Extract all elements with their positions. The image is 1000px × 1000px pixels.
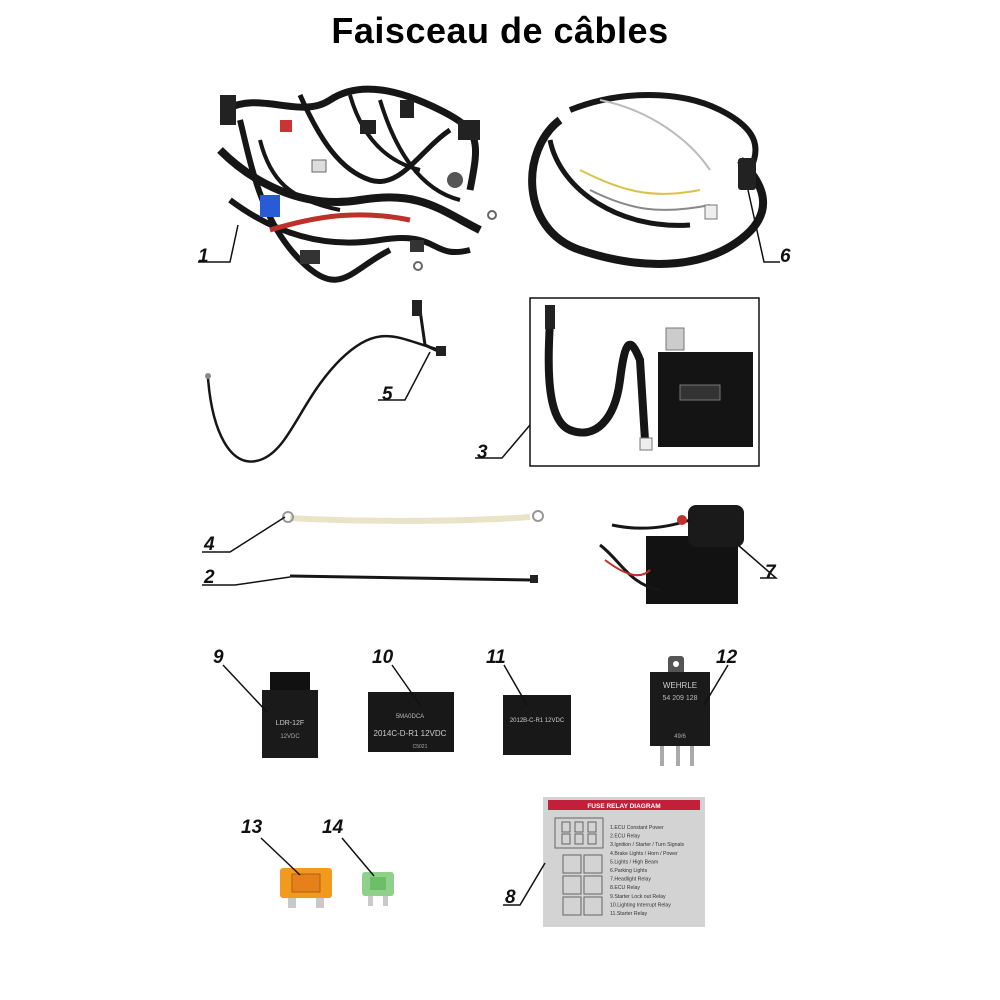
sticker-item: 5.Lights / High Beam (610, 859, 658, 865)
page-title: Faisceau de câbles (331, 10, 669, 51)
callout-7: 7 (765, 562, 777, 583)
callout-4: 4 (203, 534, 215, 555)
relay-12: WEHRLE 54 209 128 49/6 (650, 656, 710, 766)
callout-14: 14 (322, 817, 344, 838)
relay-9: LDR-12F 12VDC (262, 672, 318, 758)
sticker-items: 1.ECU Constant Power 2.ECU Relay 3.Ignitio… (610, 825, 685, 917)
fuse-14 (362, 872, 394, 906)
callout-1: 1 (198, 246, 209, 267)
sticker-item: 3.Ignition / Starter / Turn Signals (610, 842, 685, 848)
callout-10: 10 (372, 647, 394, 668)
relay-11-text-1: 2012B-C-R1 12VDC (510, 718, 565, 724)
relay-12-brand: WEHRLE (663, 681, 697, 690)
ground-strap (282, 510, 544, 524)
relay-9-text-2: 12VDC (280, 734, 300, 740)
relay-12-text-2: 49/6 (674, 734, 686, 740)
relay-10: 5MA0DCA 2014C-D-R1 12VDC C5021 (368, 692, 454, 752)
callout-12: 12 (716, 647, 738, 668)
fuse-relay-sticker: FUSE RELAY DIAGRAM 1.ECU Constant Power 2… (543, 797, 705, 927)
sticker-item: 9.Starter Lock out Relay (610, 894, 666, 900)
sticker-header: FUSE RELAY DIAGRAM (587, 803, 660, 810)
sticker-item: 10.Lighting Interrupt Relay (610, 902, 671, 908)
relay-10-text-2: 2014C-D-R1 12VDC (374, 729, 447, 738)
callout-2: 2 (203, 567, 215, 588)
callout-6: 6 (780, 246, 791, 267)
small-cable (205, 300, 446, 463)
sticker-item: 6.Parking Lights (610, 868, 648, 874)
callout-8: 8 (505, 887, 516, 908)
fuse-13 (280, 868, 332, 908)
sticker-item: 11.Starter Relay (610, 911, 648, 917)
callout-5: 5 (382, 384, 393, 405)
main-harness (217, 85, 497, 283)
relay-11: 2012B-C-R1 12VDC (503, 695, 571, 755)
relay-10-text-1: 5MA0DCA (396, 714, 424, 720)
callout-3: 3 (477, 442, 488, 463)
sticker-item: 8.ECU Relay (610, 885, 640, 891)
sticker-item: 1.ECU Constant Power (610, 825, 664, 831)
box-cable-assembly (529, 297, 760, 467)
relay-9-text-1: LDR-12F (276, 720, 304, 727)
callout-numbers: 1 6 5 3 4 2 7 9 10 11 12 13 14 8 (198, 246, 791, 908)
sticker-item: 2.ECU Relay (610, 834, 640, 840)
callout-13: 13 (241, 817, 263, 838)
relay-10-text-3: C5021 (413, 744, 428, 750)
callout-9: 9 (213, 647, 224, 668)
leader-lines (198, 189, 780, 906)
relay-box-assembly (599, 505, 744, 604)
cable-tie (289, 574, 538, 583)
sticker-item: 4.Brake Lights / Horn / Power (610, 851, 678, 857)
sticker-item: 7.Headlight Relay (610, 877, 651, 883)
secondary-harness (528, 92, 767, 268)
relay-12-text-1: 54 209 128 (662, 695, 697, 702)
callout-11: 11 (486, 647, 506, 668)
